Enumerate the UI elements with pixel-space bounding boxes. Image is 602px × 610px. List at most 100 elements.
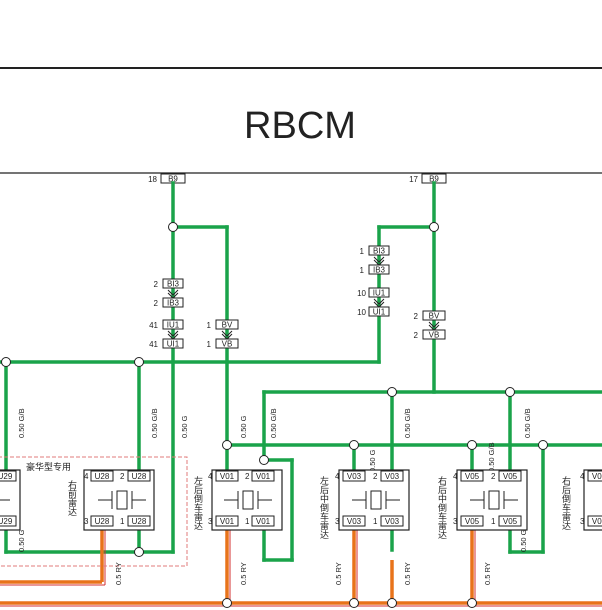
- wire-label: 0.50 G/B: [150, 408, 159, 438]
- sensor-tag: V05: [465, 517, 480, 526]
- pin-num: 4: [208, 472, 213, 481]
- module-pin-left: 18 B9: [148, 173, 186, 184]
- sensor-v07: V07 V07 4 3 右后倒车雷达: [561, 469, 602, 531]
- sensor-tag: U28: [95, 517, 110, 526]
- wire-label: 0.50 G/B: [269, 408, 278, 438]
- sensor-tag: V01: [220, 472, 235, 481]
- wire-label: 0.50 G: [17, 529, 26, 552]
- connector-num: 10: [357, 289, 366, 298]
- rbcm-module: RBCM: [0, 67, 602, 174]
- connector-num: 1: [207, 340, 212, 349]
- pin-num: 2: [120, 472, 125, 481]
- connector-label: IU1: [373, 289, 386, 298]
- sensor-name: 右前雷达: [67, 479, 77, 516]
- pin-num: 4: [84, 472, 89, 481]
- wire-label: 0.50 G: [368, 449, 377, 472]
- connector-label: VB: [222, 340, 233, 349]
- connector-label: IU1: [167, 321, 180, 330]
- pin-num: 2: [373, 472, 378, 481]
- luxury-note: 豪华型专用: [26, 461, 71, 472]
- sensor-v01: V01 V01 V01 V01 4 2 3 1 左后倒车雷达: [193, 469, 283, 531]
- sensor-tag: U29: [0, 517, 13, 526]
- connector-num: 1: [207, 321, 212, 330]
- wire-label: 0.50 G/B: [523, 408, 532, 438]
- connector-label: BV: [222, 321, 233, 330]
- pin-num: 3: [208, 517, 213, 526]
- sensor-tag: V07: [592, 472, 602, 481]
- pin-number: 17: [409, 175, 418, 184]
- sensor-name: 左后中倒车雷达: [319, 475, 329, 539]
- connector-label: BI3: [373, 247, 386, 256]
- wire-label: 0.50 G: [239, 415, 248, 438]
- sensor-tag: V01: [220, 517, 235, 526]
- sensor-tag: V05: [465, 472, 480, 481]
- connector-num: 2: [414, 331, 419, 340]
- connector-num: 41: [149, 340, 158, 349]
- left-branch-connectors: BI3 2 IB3 2 IU1 41 UI1 41 BV 1 VB 1: [149, 278, 239, 349]
- sensor-tag: V03: [385, 472, 400, 481]
- wire-label: 0.50 G/B: [487, 442, 496, 472]
- sensor-tag: U28: [95, 472, 110, 481]
- wire-label: 0.50 G/B: [403, 408, 412, 438]
- sensor-name: 左后倒车雷达: [193, 475, 203, 530]
- pin-number: 18: [148, 175, 157, 184]
- sensor-tag: V03: [347, 517, 362, 526]
- connector-num: 1: [360, 247, 365, 256]
- pin-num: 4: [580, 472, 585, 481]
- wire-label: 0.50 G: [180, 415, 189, 438]
- sensor-tag: V03: [347, 472, 362, 481]
- sensor-tag: V07: [592, 517, 602, 526]
- sensor-tag: V01: [256, 472, 271, 481]
- connector-num: 2: [154, 280, 159, 289]
- module-title: RBCM: [244, 105, 356, 147]
- wire-spec-labels: 0.50 G/B 0.50 G/B 0.50 G 0.50 G 0.50 G/B…: [17, 408, 532, 585]
- connector-label: UI1: [373, 308, 386, 317]
- pin-num: 2: [245, 472, 250, 481]
- connector-label: IB3: [167, 299, 180, 308]
- connector-label: VB: [429, 331, 440, 340]
- connector-label: IB3: [373, 266, 386, 275]
- wire-label: 0.5 RY: [334, 562, 343, 585]
- pin-num: 3: [84, 517, 89, 526]
- sensor-tag: V01: [256, 517, 271, 526]
- pin-num: 1: [491, 517, 496, 526]
- wire-label: 0.50 G/B: [17, 408, 26, 438]
- luxury-only-region: [0, 456, 188, 567]
- pin-num: 3: [335, 517, 340, 526]
- sensor-tag: V03: [385, 517, 400, 526]
- pin-num: 4: [453, 472, 458, 481]
- sensor-tag: V05: [503, 472, 518, 481]
- sensor-u28: U28 U28 U28 U28 4 2 3 1 右前雷达: [67, 469, 155, 531]
- connector-label: UI1: [167, 340, 180, 349]
- right-branch-connectors: BI3 1 IB3 1 IU1 10 UI1 10 BV 2 VB 2: [357, 245, 446, 340]
- wire-label: 0.5 RY: [114, 562, 123, 585]
- module-pin-right: 17 B9: [409, 173, 447, 184]
- wire-label: 0.5 RY: [239, 562, 248, 585]
- pin-num: 1: [245, 517, 250, 526]
- pin-num: 1: [373, 517, 378, 526]
- connector-num: 1: [360, 266, 365, 275]
- sensor-v05: V05 V05 V05 V05 4 2 3 1 右后中倒车雷达: [437, 469, 528, 539]
- connector-num: 2: [154, 299, 159, 308]
- pin-num: 3: [580, 517, 585, 526]
- sensor-v03: V03 V03 V03 V03 4 2 3 1 左后中倒车雷达: [319, 469, 410, 539]
- pin-num: 1: [120, 517, 125, 526]
- connector-num: 10: [357, 308, 366, 317]
- sensor-name: 右后倒车雷达: [561, 475, 571, 530]
- sensor-tag: V05: [503, 517, 518, 526]
- junction-dots: [1, 222, 548, 608]
- pin-num: 2: [491, 472, 496, 481]
- sensor-tag: U29: [0, 472, 13, 481]
- sensor-u29: U29 U29: [0, 469, 21, 531]
- wire-label: 0.5 RY: [483, 562, 492, 585]
- connector-label: BV: [429, 312, 440, 321]
- pin-label: B9: [168, 175, 178, 184]
- pin-num: 3: [453, 517, 458, 526]
- sensor-tag: U28: [132, 517, 147, 526]
- wire-label: 0.5 RY: [403, 562, 412, 585]
- connector-label: BI3: [167, 280, 180, 289]
- sensor-tag: U28: [132, 472, 147, 481]
- pin-num: 4: [335, 472, 340, 481]
- ry-wires: [0, 530, 602, 607]
